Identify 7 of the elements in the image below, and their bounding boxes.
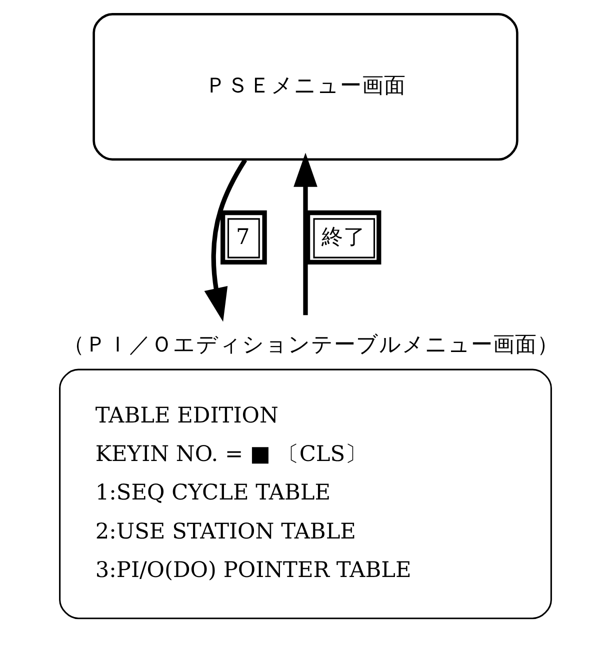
- node-box: TABLE EDITION KEYIN NO. = ■ 〔CLS〕 1:SEQ CYCLE TABLE 2:USE STATION TABLE 3:PI/O(DO) POINTER TABLE: [58, 368, 552, 620]
- node-label: （ＰＩ／Ｏエディションテーブルメニュー画面）: [62, 332, 558, 358]
- edge-label: 7: [235, 224, 250, 250]
- arrow: [204, 158, 247, 322]
- node-box: ＰＳＥメニュー画面: [92, 13, 518, 161]
- edge-label: 終了: [321, 224, 366, 250]
- arrow: [293, 152, 317, 316]
